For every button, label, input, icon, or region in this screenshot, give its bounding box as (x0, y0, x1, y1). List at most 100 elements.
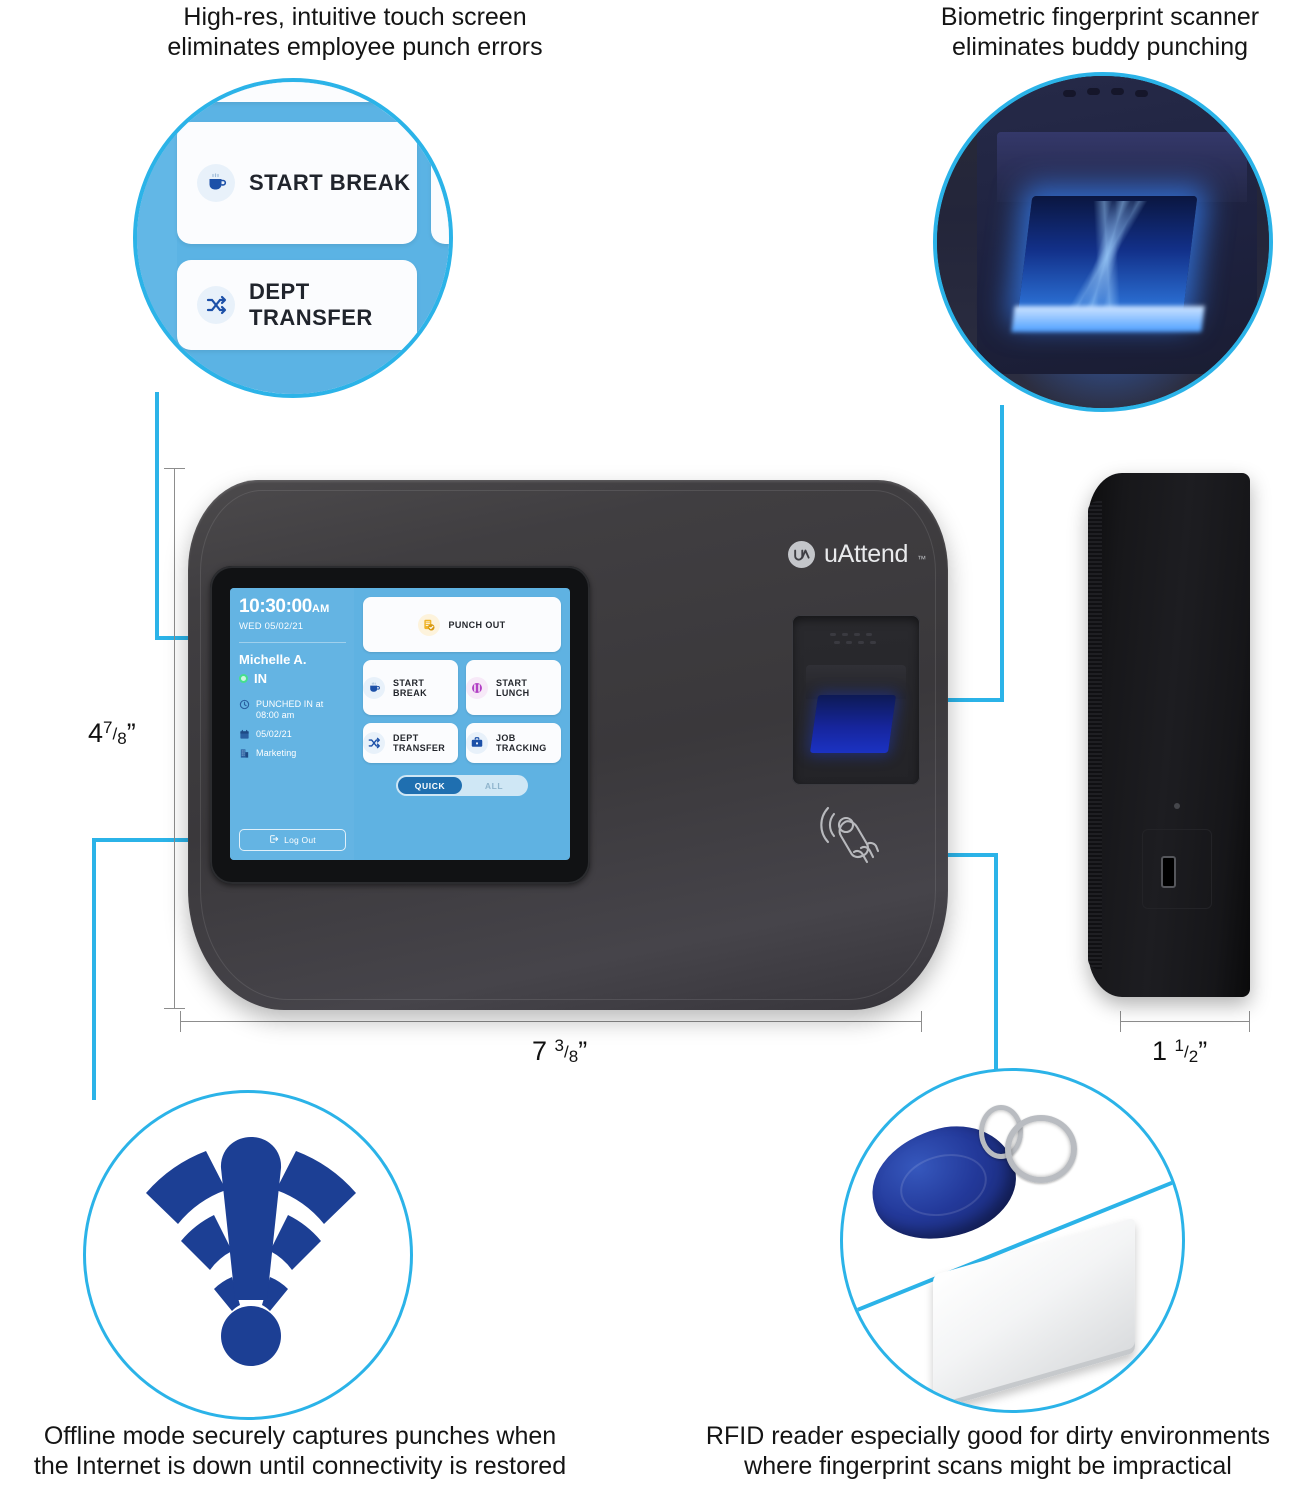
dimension-tick-width-left (180, 1011, 181, 1032)
job-tracking-label: JOB TRACKING (496, 733, 547, 753)
job-tracking-button[interactable]: JOB TRACKING (466, 723, 561, 763)
connector-line-rfid-vertical (994, 853, 998, 1088)
logout-icon (269, 834, 279, 846)
screen-info-panel: 10:30:00AM WED 05/02/21 Michelle A. IN (230, 588, 354, 860)
dimension-line-height (174, 468, 175, 1008)
height-numerator: 7 (103, 718, 113, 738)
punch-out-label: PUNCH OUT (448, 619, 506, 630)
magnified-button-label: START BREAK (249, 170, 411, 195)
rfid-card (933, 1217, 1135, 1410)
height-unit: ” (126, 718, 136, 748)
touch-screen[interactable]: 10:30:00AM WED 05/02/21 Michelle A. IN (230, 588, 570, 860)
shuffle-arrows-icon (363, 732, 385, 754)
magnifier-fingerprint-scanner-detail (933, 72, 1273, 412)
dimension-tick-depth-left (1120, 1011, 1121, 1032)
status-indicator-icon (239, 674, 248, 683)
dimension-tick-height-bottom (164, 1008, 185, 1009)
brand-logo: uAttend ™ (788, 540, 926, 569)
reader-ledge (806, 665, 906, 699)
vent-holes (1045, 76, 1155, 108)
scanner-glow (1011, 306, 1205, 332)
connector-line-biometric-vertical (1000, 405, 1004, 701)
punch-out-button[interactable]: PUNCH OUT (363, 597, 561, 652)
callout-label-rfid-reader: RFID reader especially good for dirty en… (705, 1422, 1271, 1480)
fingerprint-reader[interactable] (792, 615, 920, 785)
clock-icon (239, 699, 250, 710)
punch-status-label: PUNCHED IN at (256, 699, 324, 709)
scanner-lip (997, 132, 1247, 202)
magnified-start-lunch-button[interactable]: START LUNCH (431, 122, 453, 244)
callout-label-offline-mode: Offline mode securely captures punches w… (33, 1422, 567, 1480)
width-unit: ” (578, 1036, 588, 1066)
callout-label-biometric: Biometric fingerprint scanner eliminates… (940, 3, 1260, 61)
lunch-icon (466, 676, 488, 699)
lunch-icon (451, 164, 453, 202)
width-fraction: 3/8 (554, 1036, 579, 1067)
punch-status-time: 08:00 am (256, 710, 295, 720)
brand-name: uAttend (824, 540, 909, 568)
panel-divider (239, 642, 346, 643)
log-out-button[interactable]: Log Out (239, 829, 346, 851)
coffee-cup-icon (197, 164, 235, 202)
start-break-button[interactable]: START BREAK (363, 660, 458, 715)
key-ring-large (1005, 1115, 1077, 1183)
magnified-punch-out-button[interactable]: PUNCH OUT (177, 82, 449, 102)
coffee-cup-icon (363, 676, 385, 699)
dimension-tick-width-right (921, 1011, 922, 1032)
dimension-tick-depth-right (1249, 1011, 1250, 1032)
employee-status: IN (239, 671, 346, 686)
toggle-option-quick[interactable]: QUICK (398, 777, 462, 794)
dept-transfer-button[interactable]: DEPT TRANSFER (363, 723, 458, 763)
depth-whole-number: 1 (1152, 1036, 1168, 1066)
rfid-touch-icon (812, 798, 890, 872)
connector-line-offline-horizontal (92, 838, 202, 842)
height-denominator: 8 (117, 729, 127, 749)
depth-numerator: 1 (1174, 1036, 1185, 1056)
punch-out-icon (418, 613, 441, 636)
wifi-alert-icon (146, 1137, 356, 1366)
punch-date-text: 05/02/21 (256, 729, 292, 739)
depth-fraction: 1/2 (1174, 1036, 1199, 1067)
time-clock-device-front-view: uAttend ™ 10:30:00AM WED 05/02/21 Michel… (188, 480, 948, 1010)
screen-action-panel: PUNCH OUT START BREAK (354, 588, 570, 860)
calendar-icon (239, 729, 250, 740)
department-text: Marketing (256, 748, 297, 758)
magnifier-offline-mode-icon (83, 1090, 413, 1420)
depth-unit: ” (1198, 1036, 1208, 1066)
magnified-start-break-button[interactable]: START BREAK (177, 122, 417, 244)
width-numerator: 3 (554, 1036, 565, 1056)
magnified-dept-transfer-button[interactable]: DEPT TRANSFER (177, 260, 417, 350)
status-label: IN (254, 671, 267, 686)
start-lunch-button[interactable]: START LUNCH (466, 660, 561, 715)
magnified-button-label: DEPT TRANSFER (249, 279, 373, 330)
magnified-left-panel (137, 82, 177, 394)
depth-denominator: 2 (1188, 1047, 1199, 1067)
dept-transfer-label: DEPT TRANSFER (393, 733, 446, 753)
dept-job-row: DEPT TRANSFER JOB TRACKING (363, 723, 561, 763)
dimension-label-width: 7 3/8” (532, 1036, 587, 1067)
width-whole-number: 7 (532, 1036, 548, 1066)
dimension-label-depth: 1 1/2” (1152, 1036, 1207, 1067)
start-break-label: START BREAK (393, 677, 428, 698)
view-mode-toggle[interactable]: QUICK ALL (396, 775, 528, 796)
display-bezel: 10:30:00AM WED 05/02/21 Michelle A. IN (210, 566, 590, 884)
height-whole-number: 4 (88, 718, 104, 748)
height-fraction: 7/8 (103, 718, 127, 749)
usb-port-recess (1142, 829, 1212, 909)
dimension-tick-height-top (164, 468, 185, 469)
side-view-textured-edge (1088, 501, 1102, 969)
toggle-option-all[interactable]: ALL (484, 780, 504, 791)
fingerprint-sensor-window[interactable] (809, 695, 897, 753)
shuffle-arrows-icon (197, 286, 235, 324)
break-lunch-row: START BREAK START LUNCH (363, 660, 561, 715)
scanner-light-rays (1020, 201, 1194, 311)
fingerprint-scanner-photo (937, 76, 1269, 408)
department-row: Marketing (239, 748, 346, 759)
trademark-symbol: ™ (917, 554, 927, 564)
dimension-line-depth (1120, 1021, 1250, 1022)
time-clock-device-side-view (1088, 473, 1250, 997)
